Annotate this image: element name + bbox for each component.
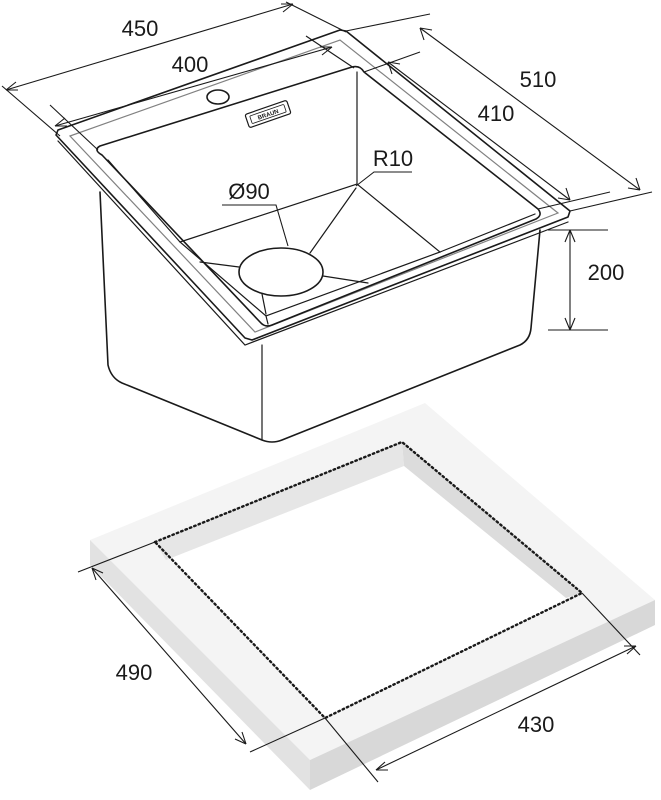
dim-400-arrow-right — [320, 46, 333, 56]
dim-200-arrow-top — [564, 229, 576, 243]
label-bowl-width: 400 — [172, 52, 209, 77]
dim-410-arrow-bottom — [557, 187, 571, 201]
sink-flange-outer — [55, 29, 571, 341]
dim-430-ext-left — [324, 717, 379, 783]
dimension-labels: 450 400 510 410 R10 Ø90 200 490 430 — [116, 16, 625, 737]
logo-plate: BRAUN — [244, 100, 292, 128]
dim-490-ext-bottom — [249, 717, 326, 753]
dim-510-arrow-bottom — [627, 177, 641, 191]
sink: BRAUN — [55, 29, 571, 443]
sink-bowl-floor — [178, 183, 442, 317]
dim-450-arrow-right — [281, 3, 294, 13]
dim-490-ext-top — [77, 541, 156, 573]
sink-flange-inner-line — [68, 39, 560, 333]
drain-rib-front — [261, 293, 267, 315]
dim-400-arrow-left — [54, 117, 67, 127]
dim-410-arrow-top — [387, 61, 401, 75]
dim-400-line — [54, 46, 333, 127]
countertop-top-surface — [90, 403, 655, 760]
dim-400-ext-left — [49, 104, 99, 151]
label-cutout-depth: 490 — [116, 660, 153, 685]
dim-510-line — [419, 27, 641, 191]
dim-490-line — [91, 567, 247, 745]
dim-450-ext-left — [1, 85, 61, 137]
dim-450-arrow-left — [5, 81, 18, 91]
dim-510-ext-top — [345, 13, 431, 32]
dim-410-ext-bottom — [537, 191, 611, 210]
dim-r10-leader — [355, 171, 412, 187]
drain-rib-right — [322, 275, 369, 284]
sink-bowl-body — [99, 191, 541, 443]
drain-rib-left — [199, 261, 240, 268]
countertop — [90, 403, 655, 790]
dim-430-ext-right — [581, 592, 641, 656]
label-corner-radius: R10 — [373, 146, 413, 171]
countertop-front-face — [310, 600, 655, 790]
dim-410-ext-top — [363, 51, 421, 73]
dim-450-ext-right — [285, 1, 347, 33]
dim-450-line — [5, 3, 294, 91]
dim-d90-leader — [222, 204, 289, 247]
label-overall-depth: 510 — [520, 67, 557, 92]
dim-430-arrow-left — [375, 761, 388, 771]
label-cutout-width: 430 — [518, 712, 555, 737]
dim-400-ext-right — [305, 35, 355, 69]
label-drain-diameter: Ø90 — [228, 179, 270, 204]
dim-430-arrow-right — [624, 645, 637, 655]
dim-510-ext-bottom — [569, 191, 653, 212]
dim-410-line — [387, 61, 571, 201]
cutout-outline — [152, 440, 585, 720]
dim-490-arrow-bottom — [234, 731, 247, 745]
countertop-left-face — [90, 540, 310, 790]
sink-bowl-corner-front — [265, 315, 269, 325]
dim-510-arrow-top — [419, 27, 433, 41]
dim-430-line — [375, 645, 637, 771]
dimension-lines — [1, 1, 653, 783]
drain — [238, 247, 324, 297]
label-bowl-depth: 410 — [478, 101, 515, 126]
cutout-inner-wall-back — [155, 442, 404, 560]
dim-490-arrow-top — [91, 567, 104, 581]
sink-bowl-corner-left — [107, 159, 181, 243]
dim-200-arrow-bottom — [564, 317, 576, 331]
sink-flange-edge — [57, 140, 569, 346]
label-bowl-height: 200 — [588, 260, 625, 285]
label-overall-width: 450 — [122, 16, 159, 41]
sink-bowl-corner-right — [439, 213, 536, 253]
drain-rib-back — [309, 187, 357, 254]
tap-hole — [206, 89, 230, 105]
